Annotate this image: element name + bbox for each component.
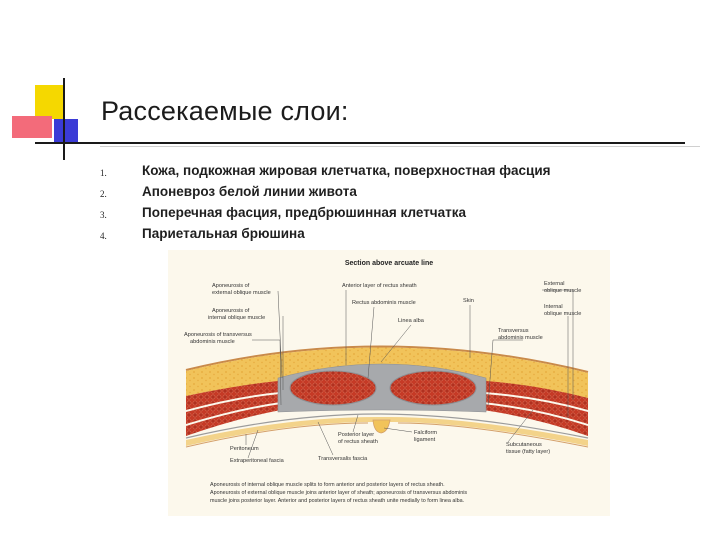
label-aponeurosis-external-1: Aponeurosis of [212, 283, 250, 289]
right-external-oblique [484, 381, 588, 410]
label-rectus-muscle: Rectus abdominis muscle [352, 300, 416, 306]
right-transversus [483, 404, 588, 436]
layers-list: 1. Кожа, подкожная жировая клетчатка, по… [100, 163, 700, 247]
label-external-oblique-1: External [544, 281, 565, 287]
transversalis-fascia [185, 413, 589, 439]
label-posterior-layer-1: Posterior layer [338, 432, 374, 438]
label-subcutaneous-1: Subcutaneous [506, 442, 542, 448]
label-extraperitoneal: Extraperitoneal fascia [230, 458, 285, 464]
list-item: 2. Апоневроз белой линии живота [100, 184, 700, 205]
leader-lines [245, 289, 574, 459]
label-falciform-2: ligament [414, 437, 436, 443]
list-item-number: 1. [100, 168, 107, 178]
label-aponeurosis-transversus-1: Aponeurosis of transversus [184, 332, 252, 338]
left-rectus-abdominis [289, 370, 377, 406]
abdominal-wall-cross-section: Section above arcuate line Aponeurosis o… [168, 250, 610, 516]
label-aponeurosis-internal-1: Aponeurosis of [212, 308, 250, 314]
label-anterior-layer: Anterior layer of rectus sheath [342, 283, 417, 289]
label-aponeurosis-internal-2: internal oblique muscle [208, 315, 265, 321]
list-item-text: Апоневроз белой линии живота [142, 184, 357, 199]
label-subcutaneous-2: tissue (fatty layer) [506, 449, 550, 455]
label-peritoneum: Peritoneum [230, 446, 259, 452]
caption-line-3: muscle joins posterior layer. Anterior a… [210, 498, 464, 504]
list-item-number: 2. [100, 189, 107, 199]
list-item-number: 3. [100, 210, 107, 220]
label-posterior-layer-2: of rectus sheath [338, 439, 378, 445]
figure-title: Section above arcuate line [345, 260, 433, 267]
list-item-text: Париетальная брюшина [142, 226, 305, 241]
right-internal-oblique [483, 394, 588, 424]
accent-square-blue [54, 119, 78, 143]
accent-vertical-line [63, 78, 65, 160]
label-skin: Skin [463, 298, 474, 304]
list-item-text: Кожа, подкожная жировая клетчатка, повер… [142, 163, 551, 178]
label-aponeurosis-transversus-2: abdominis muscle [190, 339, 235, 345]
left-internal-oblique [186, 394, 281, 424]
label-aponeurosis-external-2: external oblique muscle [212, 290, 271, 296]
left-transversus [186, 404, 281, 436]
right-rectus-abdominis [389, 370, 477, 406]
extraperitoneal-fat [186, 417, 588, 446]
accent-square-yellow [35, 85, 63, 119]
label-external-oblique-2: oblique muscle [544, 288, 581, 294]
label-transversus-2: abdominis muscle [498, 335, 543, 341]
list-item-number: 4. [100, 231, 107, 241]
slide-title: Рассекаемые слои: [101, 96, 349, 126]
list-item: 4. Париетальная брюшина [100, 226, 700, 247]
list-item-text: Поперечная фасция, предбрюшинная клетчат… [142, 205, 467, 220]
label-transversalis: Transversalis fascia [318, 456, 368, 462]
left-external-oblique [186, 381, 280, 410]
peritoneum-right [397, 422, 589, 448]
label-internal-oblique-2: oblique muscle [544, 311, 581, 317]
caption-line-1: Aponeurosis of internal oblique muscle s… [210, 482, 445, 488]
falciform-ligament [372, 419, 391, 434]
label-linea-alba: Linea alba [398, 318, 425, 324]
list-item: 3. Поперечная фасция, предбрюшинная клет… [100, 205, 700, 226]
label-internal-oblique-1: Internal [544, 304, 563, 310]
caption-line-2: Aponeurosis of external oblique muscle j… [210, 490, 467, 496]
list-item: 1. Кожа, подкожная жировая клетчатка, по… [100, 163, 700, 184]
peritoneum-left [185, 422, 369, 448]
accent-bar-red [12, 116, 52, 138]
title-underline-shadow [100, 146, 700, 147]
label-transversus-1: Transversus [498, 328, 529, 334]
skin-line [185, 345, 589, 373]
title-underline [35, 142, 685, 144]
label-falciform-1: Falciform [414, 430, 437, 436]
anatomy-figure: Section above arcuate line Aponeurosis o… [168, 250, 610, 516]
